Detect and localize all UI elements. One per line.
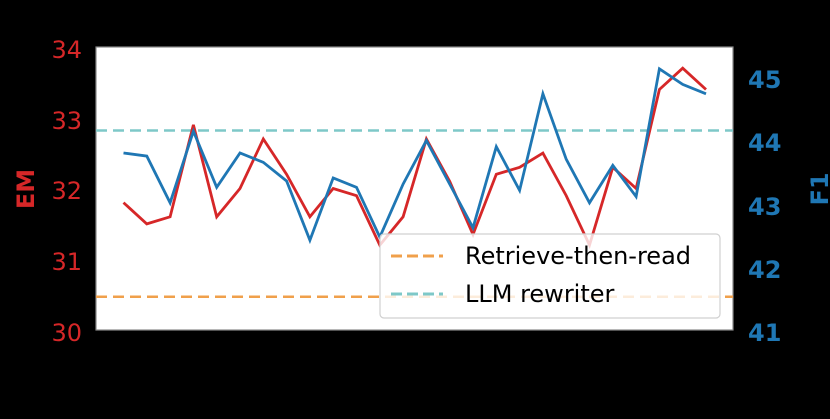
f1-axis-ticks: 45 44 43 42 41 <box>748 66 781 347</box>
em-tick-32: 32 <box>51 177 82 205</box>
f1-tick-41: 41 <box>748 319 781 347</box>
em-tick-34: 34 <box>51 36 82 64</box>
legend-box <box>379 233 721 319</box>
em-axis-ticks: 34 33 32 31 30 <box>51 36 82 347</box>
f1-tick-45: 45 <box>748 66 781 94</box>
em-axis-label: EM <box>12 169 40 209</box>
f1-tick-42: 42 <box>748 256 781 284</box>
legend-label-retrieve-then-read: Retrieve-then-read <box>465 242 691 270</box>
series-line-f1 <box>123 66 707 245</box>
f1-tick-44: 44 <box>748 129 781 157</box>
series-line-em <box>122 66 707 250</box>
em-tick-30: 30 <box>51 319 82 347</box>
data-series <box>122 66 707 250</box>
em-tick-31: 31 <box>51 248 82 276</box>
legend: Retrieve-then-read LLM rewriter <box>379 233 721 319</box>
f1-axis-label: F1 <box>806 172 830 205</box>
legend-label-llm-rewriter: LLM rewriter <box>465 280 615 308</box>
em-tick-33: 33 <box>51 107 82 135</box>
f1-tick-43: 43 <box>748 193 781 221</box>
